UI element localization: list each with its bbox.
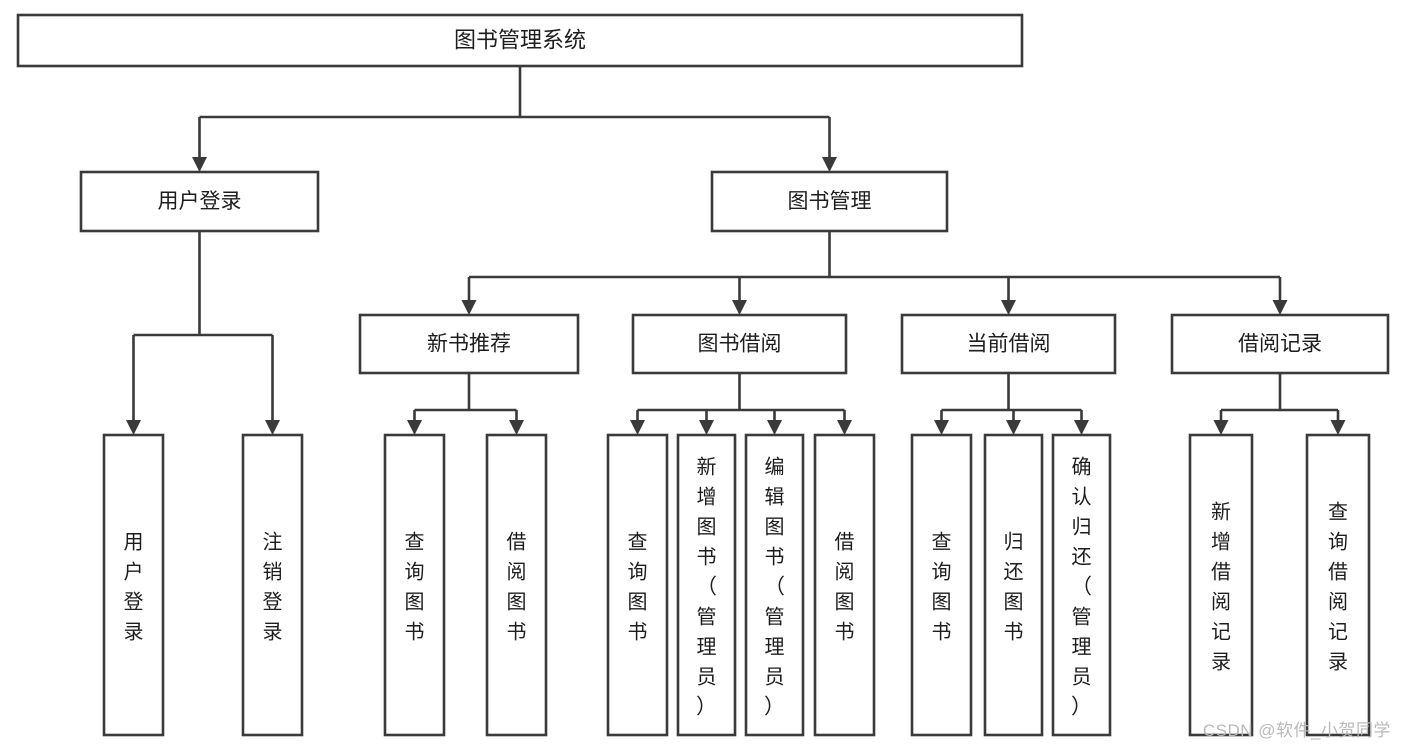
arrow-head-icon <box>509 420 524 435</box>
leaf-node[interactable]: 新增借阅记录 <box>1188 433 1254 737</box>
connector-layer <box>126 66 1346 435</box>
node-layer: 图书管理系统用户登录图书管理新书推荐图书借阅当前借阅借阅记录用户登录注销登录查询… <box>16 13 1390 737</box>
leaf-box[interactable] <box>1305 433 1371 737</box>
leaf-box[interactable] <box>676 433 737 737</box>
leaf-node[interactable]: 借阅图书 <box>813 433 876 737</box>
level3-label: 当前借阅 <box>967 333 1051 356</box>
leaf-label: 确认归还（管理员） <box>1071 455 1092 718</box>
leaf-box[interactable] <box>1188 433 1254 737</box>
arrow-head-icon <box>1272 300 1288 315</box>
leaf-label: 新增图书（管理员） <box>696 455 717 718</box>
leaf-label: 借阅图书 <box>835 530 855 643</box>
arrow-head-icon <box>1074 420 1089 435</box>
level3-node[interactable]: 借阅记录 <box>1170 313 1390 375</box>
leaf-box[interactable] <box>606 433 669 737</box>
leaf-label: 查询图书 <box>628 530 648 643</box>
leaf-label: 借阅图书 <box>507 530 527 643</box>
leaf-label: 查询图书 <box>932 530 952 643</box>
level3-box[interactable] <box>358 313 580 375</box>
leaf-box[interactable] <box>102 433 165 737</box>
arrow-head-icon <box>1213 420 1229 435</box>
level3-node[interactable]: 图书借阅 <box>631 313 848 375</box>
root-box[interactable] <box>16 13 1024 68</box>
root-node[interactable]: 图书管理系统 <box>16 13 1024 68</box>
leaf-box[interactable] <box>241 433 304 737</box>
level3-label: 新书推荐 <box>427 333 511 356</box>
leaf-box[interactable] <box>813 433 876 737</box>
arrow-head-icon <box>1006 420 1021 435</box>
leaf-label: 编辑图书（管理员） <box>764 455 785 718</box>
arrow-head-icon <box>732 300 747 315</box>
leaf-node[interactable]: 确认归还（管理员） <box>1051 433 1112 737</box>
arrow-head-icon <box>265 420 280 435</box>
level2-box[interactable] <box>79 170 320 233</box>
leaf-node[interactable]: 借阅图书 <box>485 433 548 737</box>
level2-box[interactable] <box>710 170 949 233</box>
leaf-node[interactable]: 查询图书 <box>383 433 446 737</box>
level2-label: 用户登录 <box>158 190 242 213</box>
level3-box[interactable] <box>631 313 848 375</box>
leaf-node[interactable]: 新增图书（管理员） <box>676 433 737 737</box>
level3-node[interactable]: 当前借阅 <box>900 313 1117 375</box>
arrow-head-icon <box>837 420 852 435</box>
leaf-box[interactable] <box>744 433 805 737</box>
leaf-box[interactable] <box>485 433 548 737</box>
level3-node[interactable]: 新书推荐 <box>358 313 580 375</box>
leaf-label: 查询图书 <box>405 530 425 643</box>
arrow-head-icon <box>407 420 422 435</box>
level3-label: 图书借阅 <box>698 333 782 356</box>
arrow-head-icon <box>1330 420 1346 435</box>
leaf-label: 注销登录 <box>263 530 283 643</box>
arrow-head-icon <box>1001 300 1016 315</box>
arrow-head-icon <box>699 420 714 435</box>
leaf-label: 用户登录 <box>124 531 144 643</box>
leaf-box[interactable] <box>1051 433 1112 737</box>
arrow-head-icon <box>192 157 207 172</box>
leaf-node[interactable]: 查询图书 <box>910 433 973 737</box>
leaf-node[interactable]: 归还图书 <box>983 433 1044 737</box>
arrow-head-icon <box>934 420 949 435</box>
arrow-head-icon <box>822 157 837 172</box>
root-label: 图书管理系统 <box>454 27 586 52</box>
leaf-box[interactable] <box>383 433 446 737</box>
leaf-box[interactable] <box>983 433 1044 737</box>
leaf-node[interactable]: 查询图书 <box>606 433 669 737</box>
leaf-label: 新增借阅记录 <box>1211 500 1231 673</box>
arrow-head-icon <box>767 420 782 435</box>
arrow-head-icon <box>461 300 477 315</box>
leaf-node[interactable]: 编辑图书（管理员） <box>744 433 805 737</box>
leaf-label: 归还图书 <box>1004 530 1024 643</box>
level2-node[interactable]: 用户登录 <box>79 170 320 233</box>
arrow-head-icon <box>630 420 645 435</box>
level2-label: 图书管理 <box>788 190 872 213</box>
leaf-node[interactable]: 查询借阅记录 <box>1305 433 1371 737</box>
level3-box[interactable] <box>1170 313 1390 375</box>
level3-label: 借阅记录 <box>1238 333 1322 356</box>
level2-node[interactable]: 图书管理 <box>710 170 949 233</box>
leaf-box[interactable] <box>910 433 973 737</box>
arrow-head-icon <box>126 420 141 435</box>
leaf-label: 查询借阅记录 <box>1328 500 1348 673</box>
leaf-node[interactable]: 注销登录 <box>241 433 304 737</box>
leaf-node[interactable]: 用户登录 <box>102 433 165 737</box>
level3-box[interactable] <box>900 313 1117 375</box>
